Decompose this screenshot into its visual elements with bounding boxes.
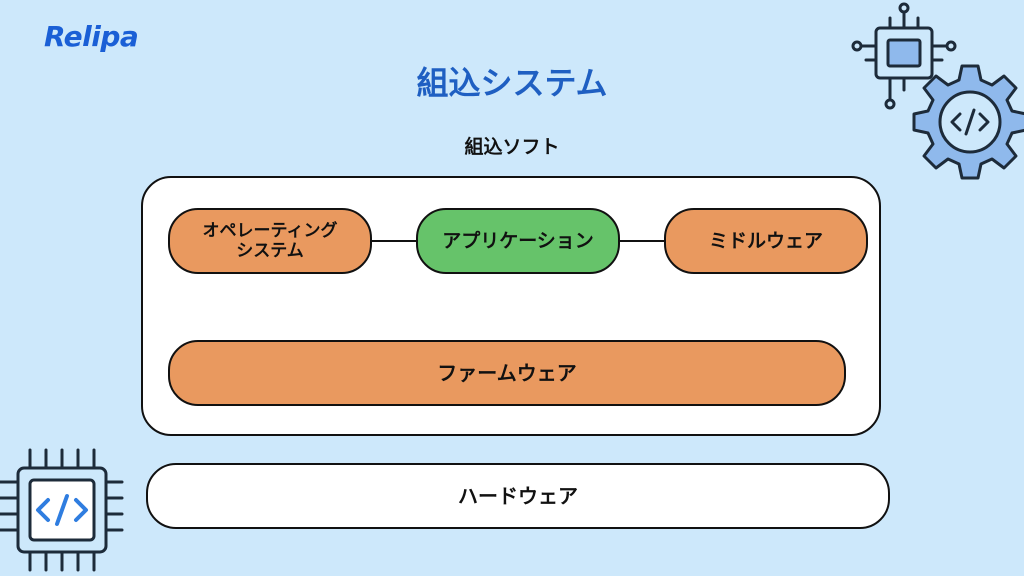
chip-icon: [851, 2, 957, 110]
chip-gear-icon-group: [851, 2, 1024, 180]
embedded-software-label: 組込ソフト: [464, 136, 560, 158]
hardware-node: ハードウェア: [146, 463, 890, 529]
relipa-logo: Relipa: [44, 20, 139, 53]
firmware-node: ファームウェア: [168, 340, 846, 406]
connector-application-middleware: [618, 240, 666, 242]
operating-system-node: オペレーティング システム: [168, 208, 372, 274]
chip-code-icon-group: [0, 448, 124, 572]
application-node: アプリケーション: [416, 208, 620, 274]
diagram-title: 組込システム: [416, 64, 608, 102]
code-icon: [36, 494, 88, 526]
code-icon: [950, 108, 990, 136]
middleware-node: ミドルウェア: [664, 208, 868, 274]
connector-os-application: [370, 240, 418, 242]
